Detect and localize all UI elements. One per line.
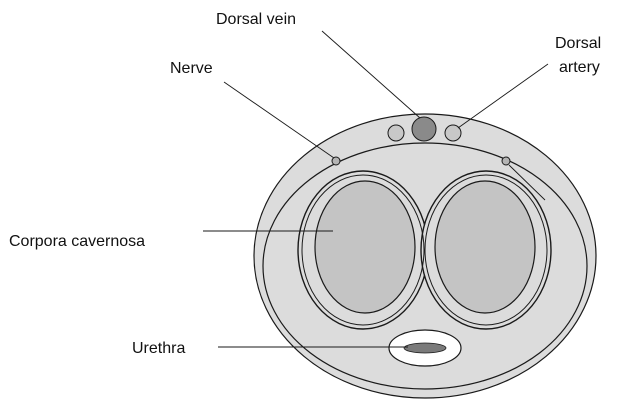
corpus-cavernosum-left — [315, 181, 415, 313]
label-dorsal-artery-line1: Dorsal — [555, 35, 601, 52]
leader-dorsal-artery — [458, 64, 548, 128]
urethra-lumen — [404, 343, 446, 353]
label-urethra: Urethra — [132, 340, 185, 357]
leader-dorsal-vein — [322, 31, 420, 118]
dorsal-artery-left — [388, 125, 404, 141]
label-corpora-cavernosa: Corpora cavernosa — [9, 233, 145, 250]
corpus-cavernosum-right — [435, 181, 535, 313]
nerve-right — [502, 157, 510, 165]
label-dorsal-vein: Dorsal vein — [216, 11, 296, 28]
label-dorsal-artery-line2: artery — [559, 59, 600, 76]
dorsal-vein — [412, 117, 436, 141]
label-nerve: Nerve — [170, 60, 213, 77]
nerve-left — [332, 157, 340, 165]
leader-nerve-left — [224, 82, 334, 158]
